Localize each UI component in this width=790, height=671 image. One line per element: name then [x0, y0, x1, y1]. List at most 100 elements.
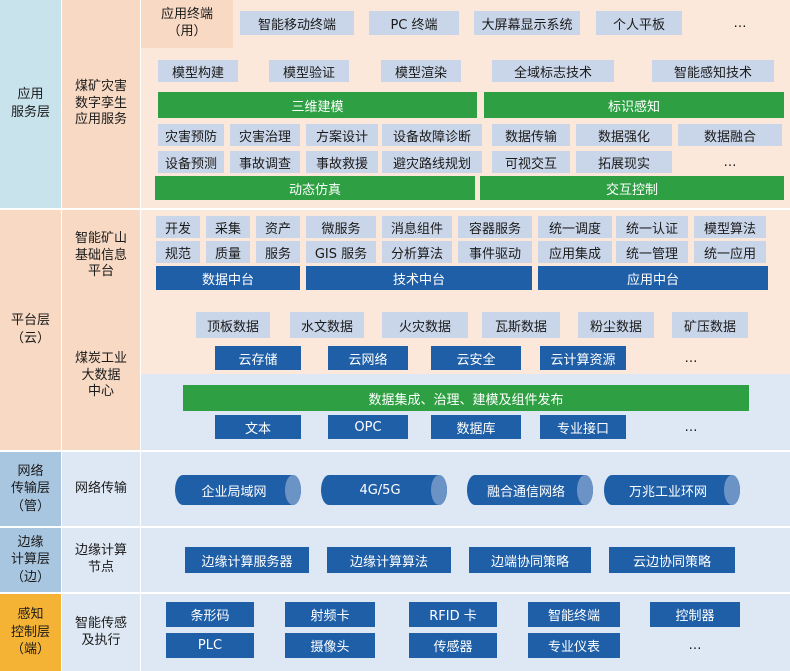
twin-chip: 避灾路线规划	[382, 151, 482, 173]
terminal-item: PC 终端	[369, 11, 459, 35]
network-pipe	[467, 475, 593, 505]
info-chip: 分析算法	[382, 241, 452, 263]
info-chip: 事件驱动	[458, 241, 532, 263]
sense-chip: RFID 卡	[409, 602, 497, 627]
terminal-item: 智能移动终端	[240, 11, 354, 35]
info-chip: 统一调度	[538, 216, 612, 238]
sublabel-bigdata: 煤炭工业 大数据 中心	[61, 302, 141, 450]
info-chip: 质量	[206, 241, 250, 263]
sense-chip: 传感器	[409, 633, 497, 658]
bigdata-cloud-chip: 云计算资源	[540, 346, 626, 370]
network-pipe-label: 4G/5G	[359, 482, 401, 498]
twin-chip: 设备预测	[158, 151, 224, 173]
info-chip: 规范	[156, 241, 200, 263]
twin-chip: 模型验证	[269, 60, 349, 82]
divider	[61, 0, 62, 671]
twin-chip: 设备故障诊断	[382, 124, 482, 146]
bigdata-source-chip: 数据库	[431, 415, 521, 439]
layer-sense-label: 感知 控制层 （端）	[0, 594, 61, 671]
twin-chip: 灾害预防	[158, 124, 224, 146]
layer-network-label: 网络 传输层 （管）	[0, 452, 61, 526]
info-chip: 统一管理	[616, 241, 688, 263]
info-chip: 开发	[156, 216, 200, 238]
bigdata-source-chip: 专业接口	[540, 415, 626, 439]
twin-chip: 可视交互	[492, 151, 570, 173]
terminal-ellipsis: …	[733, 15, 747, 31]
network-pipe-label: 企业局域网	[201, 484, 267, 500]
bigdata-ellipsis: …	[684, 419, 698, 435]
twin-chip: 模型构建	[158, 60, 238, 82]
info-chip: 统一应用	[694, 241, 766, 263]
terminal-item: 大屏幕显示系统	[474, 11, 580, 35]
bigdata-cloud-chip: 云存储	[215, 346, 301, 370]
twin-chip: 智能感知技术	[652, 60, 774, 82]
twin-bar-interactive-ctrl: 交互控制	[480, 176, 784, 200]
info-chip: 消息组件	[382, 216, 452, 238]
twin-chip: 灾害治理	[230, 124, 300, 146]
network-pipe	[321, 475, 447, 505]
twin-bar-dynamic-sim: 动态仿真	[155, 176, 475, 200]
bigdata-source-chip: 文本	[215, 415, 301, 439]
bigdata-chip: 顶板数据	[196, 312, 270, 338]
layer-app-label: 应用 服务层	[0, 0, 61, 208]
edge-chip: 边缘计算服务器	[185, 547, 309, 573]
bigdata-chip: 瓦斯数据	[482, 312, 560, 338]
sublabel-twin: 煤矿灾害 数字孪生 应用服务	[61, 0, 141, 208]
twin-chip: 模型渲染	[381, 60, 461, 82]
edge-chip: 边缘计算算法	[327, 547, 451, 573]
sublabel-edge: 边缘计算 节点	[61, 528, 141, 592]
twin-bar-identification: 标识感知	[484, 92, 784, 118]
info-chip: 应用集成	[538, 241, 612, 263]
sense-chip: 摄像头	[285, 633, 375, 658]
sense-chip: 智能终端	[528, 602, 620, 627]
bigdata-ellipsis: …	[684, 350, 698, 366]
divider	[140, 0, 141, 671]
sublabel-sense: 智能传感 及执行	[61, 594, 141, 671]
bigdata-cloud-chip: 云网络	[328, 346, 408, 370]
info-bar-tech-center: 技术中台	[306, 266, 532, 290]
layer-edge-label: 边缘 计算层 （边）	[0, 528, 61, 592]
bigdata-chip: 粉尘数据	[578, 312, 654, 338]
bigdata-chip: 水文数据	[290, 312, 364, 338]
bigdata-cloud-chip: 云安全	[431, 346, 521, 370]
network-pipe-label: 融合通信网络	[486, 484, 565, 500]
bigdata-integration-bar: 数据集成、治理、建模及组件发布	[183, 385, 749, 411]
divider	[0, 592, 790, 594]
terminal-item: 个人平板	[596, 11, 682, 35]
sense-chip: 控制器	[650, 602, 740, 627]
sense-chip: 射频卡	[285, 602, 375, 627]
twin-chip: 数据传输	[492, 124, 570, 146]
network-pipe-label: 万兆工业环网	[628, 484, 707, 500]
info-chip: 资产	[256, 216, 300, 238]
twin-bar-3d-modeling: 三维建模	[158, 92, 477, 118]
info-chip: 容器服务	[458, 216, 532, 238]
sublabel-terminal: 应用终端 （用）	[141, 0, 233, 48]
sense-chip: 专业仪表	[528, 633, 620, 658]
info-chip: 微服务	[306, 216, 376, 238]
sense-chip: 条形码	[166, 602, 254, 627]
bigdata-chip: 矿压数据	[672, 312, 748, 338]
twin-chip: 数据融合	[678, 124, 782, 146]
network-pipe	[604, 475, 740, 505]
twin-chip: 拓展现实	[576, 151, 672, 173]
sublabel-net: 网络传输	[61, 452, 141, 526]
info-chip: 统一认证	[616, 216, 688, 238]
info-chip: 采集	[206, 216, 250, 238]
sublabel-info: 智能矿山 基础信息 平台	[61, 210, 141, 302]
layer-platform-label: 平台层 （云）	[0, 210, 61, 450]
info-chip: 模型算法	[694, 216, 766, 238]
bigdata-chip: 火灾数据	[382, 312, 468, 338]
info-bar-data-center: 数据中台	[156, 266, 300, 290]
divider	[0, 450, 790, 452]
network-pipe	[175, 475, 301, 505]
sense-ellipsis: …	[688, 638, 702, 653]
divider	[0, 208, 790, 210]
twin-chip: 方案设计	[306, 124, 378, 146]
twin-chip: 事故救援	[306, 151, 378, 173]
divider	[0, 526, 790, 528]
sense-chip: PLC	[166, 633, 254, 658]
bigdata-source-chip: OPC	[328, 415, 408, 439]
twin-ellipsis: …	[723, 154, 737, 170]
edge-chip: 边端协同策略	[469, 547, 591, 573]
info-chip: GIS 服务	[306, 241, 376, 263]
